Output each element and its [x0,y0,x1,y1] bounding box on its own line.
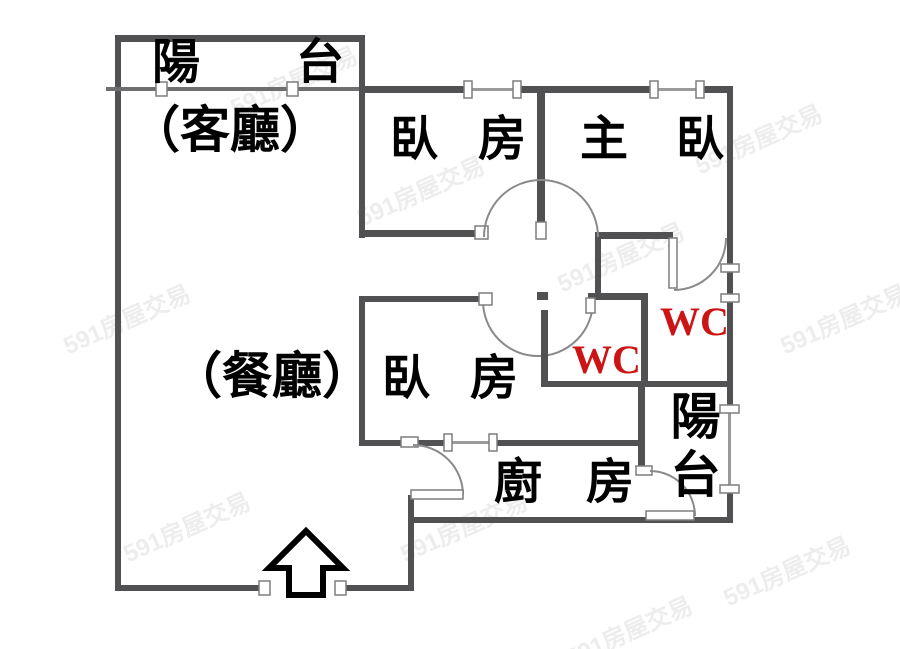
window-line [451,441,489,444]
wall-wc-left-side [541,310,548,387]
wall-master-bottom [595,232,673,239]
label-bedroom-top: 臥 房 [390,113,541,166]
wall-step [408,495,414,591]
window-line [657,88,697,91]
wall-bedroom2-left [359,296,365,446]
door-leaf-wc-left [585,297,596,314]
wall-stub [537,292,548,300]
label-balcony-top: 陽 台 [152,36,387,89]
label-dining: （餐廳） [172,348,372,404]
wall-bottom-kitchen [408,517,733,523]
door-leaf [535,221,547,240]
label-wc-right: WC [660,299,729,344]
door-jamb [478,292,493,306]
balcony-window-line [106,87,359,91]
window-post [695,80,705,99]
wall-balcony-right-left [638,387,645,471]
window-line [471,88,514,91]
door-arc-bedroom1 [483,179,599,238]
wall-bottom-left [115,585,262,591]
wall-wc-divider [641,293,648,387]
label-kitchen: 廚 房 [494,456,651,509]
wall-bedroom1-left [359,88,365,238]
window-post [720,293,740,303]
label-living: （客廳） [130,102,330,158]
door-jamb [400,436,419,448]
door-post [334,580,347,596]
wall-balcony-top [115,35,365,42]
wall-bedroom2-bottom [359,440,645,446]
wall-wc-bottom [541,381,733,387]
label-master: 主 臥 [580,113,743,166]
label-wc-left: WC [572,337,641,382]
wall-top-main [359,86,733,93]
window-post [488,433,498,452]
door-leaf-kitchen [410,489,464,500]
door-arc-wc-right [673,237,727,291]
label-balcony-right: 陽台 [663,390,720,506]
door-leaf-balcony [645,510,695,521]
door-arc-bedroom2 [482,300,594,357]
wall-bedroom2-top [359,296,488,302]
wall-bedroom1-bottom [359,230,488,237]
window-post [649,80,659,99]
window-post [719,484,740,494]
wall-balcony-right [359,35,365,92]
door-jamb [474,225,489,240]
wall-outer-left [115,35,121,591]
wall-bedroom-divider [537,90,545,225]
door-arc-kitchen [412,444,464,496]
window-post [286,81,299,97]
entrance-arrow [261,526,351,598]
wall-outer-right-low [727,487,733,523]
wall-balcony-railing [728,412,731,489]
window-post [155,81,168,97]
window-post [463,80,473,99]
window-post [512,80,522,99]
wall-bottom-right [344,585,410,591]
window-post [719,404,740,414]
wall-wc-left-top [588,293,647,300]
door-leaf-wc-right [668,237,678,289]
window-post [443,433,453,452]
door-arc-balcony [649,470,696,517]
label-bedroom-mid: 臥 房 [382,352,533,405]
window-post [720,263,740,273]
door-post [258,580,271,596]
wall-hall-right [595,232,601,299]
wall-outer-right [727,88,733,412]
